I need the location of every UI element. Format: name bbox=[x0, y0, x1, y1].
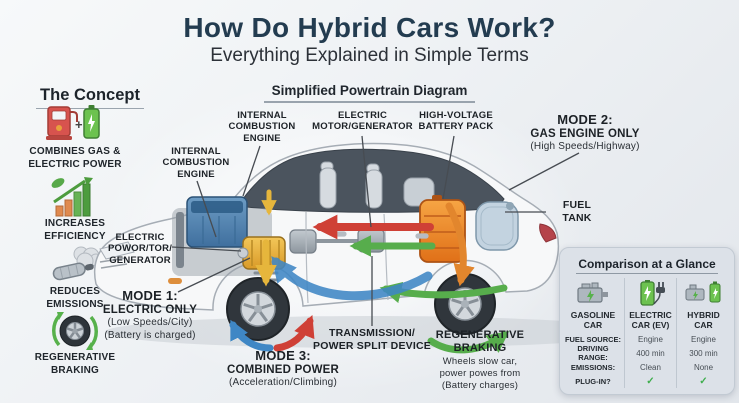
gas-pump-plus-battery-icon: + bbox=[8, 102, 142, 146]
hybrid-fuel-source: Engine bbox=[676, 332, 730, 346]
grille-lines bbox=[99, 257, 128, 269]
comparison-heading-text: Comparison at a Glance bbox=[576, 257, 718, 274]
row-label-fuel-source: FUEL SOURCE: bbox=[564, 334, 622, 344]
mode3-detail: (Acceleration/Climbing) bbox=[229, 377, 337, 389]
row-label-emissions: EMISSIONS: bbox=[570, 362, 616, 372]
page-title: How Do Hybrid Cars Work? bbox=[183, 12, 556, 43]
column-name-gasoline: GASOLINE CAR bbox=[570, 310, 616, 330]
comparison-heading: Comparison at a Glance bbox=[560, 255, 734, 274]
exhaust-emissions-icon bbox=[8, 242, 142, 286]
ev-fuel-source: Engine bbox=[624, 332, 676, 346]
gasoline-engine-icon bbox=[562, 278, 624, 310]
ice-left-label: INTERNAL COMBUSTION ENGINE bbox=[162, 146, 230, 180]
concept-item-combines: + COMBINES GAS & ELECTRIC POWER bbox=[8, 102, 142, 171]
ev-plug-in-check: ✓ bbox=[624, 374, 676, 388]
transmission-label: TRANSMISSION/ POWER SPLIT DEVICE bbox=[313, 327, 431, 352]
mode2-label: MODE 2: GAS ENGINE ONLY (High Speeds/Hig… bbox=[505, 112, 665, 154]
regen-braking-label: REGENERATIVE BRAKING Wheels slow car, po… bbox=[405, 329, 555, 392]
mode1-title: MODE 1: bbox=[122, 288, 178, 303]
svg-text:+: + bbox=[75, 117, 83, 132]
mode3-subtitle: COMBINED POWER bbox=[226, 363, 340, 376]
engine-block-part bbox=[186, 196, 248, 248]
column-name-hybrid: HYBRID CAR bbox=[676, 310, 730, 332]
regen-title: REGENERATIVE BRAKING bbox=[435, 329, 525, 355]
concept-item-label: REDUCES EMISSIONS bbox=[46, 286, 104, 310]
taillight bbox=[539, 223, 557, 243]
mode1-subtitle: ELECTRIC ONLY bbox=[102, 303, 198, 316]
hybrid-driving-range: 300 min bbox=[676, 346, 730, 360]
ev-driving-range: 400 min bbox=[624, 346, 676, 360]
headlight bbox=[99, 241, 135, 260]
mode2-subtitle: GAS ENGINE ONLY bbox=[530, 127, 640, 140]
front-indicator bbox=[168, 278, 182, 284]
mode3-label: MODE 3: COMBINED POWER (Acceleration/Cli… bbox=[198, 348, 368, 390]
fuel-tank-part bbox=[475, 201, 519, 251]
comparison-card: Comparison at a Glance bbox=[559, 247, 735, 395]
rear-wheel bbox=[434, 273, 496, 335]
concept-item-emissions: REDUCES EMISSIONS bbox=[8, 242, 142, 311]
concept-item-regen: REGENERATIVE BRAKING bbox=[8, 308, 142, 377]
electric-power-generator-label: ELECTRIC POWOR/TOR/ GENERATOR bbox=[107, 232, 173, 266]
concept-item-label: COMBINES GAS & ELECTRIC POWER bbox=[28, 146, 122, 170]
fuel-tank-label: FUEL TANK bbox=[562, 199, 592, 224]
leader-lines bbox=[171, 135, 580, 326]
power-flow-arrows bbox=[229, 189, 510, 354]
ice-top-label: INTERNAL COMBUSTION ENGINE bbox=[228, 110, 296, 144]
concept-item-efficiency: INCREASES EFFICIENCY bbox=[8, 174, 142, 243]
regen-detail: Wheels slow car, power powes from (Batte… bbox=[439, 356, 521, 392]
ev-battery-plug-icon bbox=[624, 278, 676, 310]
concept-item-label: INCREASES EFFICIENCY bbox=[44, 218, 106, 242]
hybrid-emissions: None bbox=[676, 360, 730, 374]
hybrid-engine-battery-icon bbox=[676, 278, 730, 310]
transmission-part bbox=[289, 229, 317, 254]
strut-bar bbox=[176, 212, 184, 268]
row-label-driving-range: DRIVING RANGE: bbox=[577, 344, 609, 362]
mode1-detail: (Low Speeds/City) (Battery is charged) bbox=[104, 317, 196, 341]
mode2-detail: (High Speeds/Highway) bbox=[530, 141, 640, 153]
diagram-heading: Simplified Powertrain Diagram bbox=[0, 82, 739, 103]
regen-braking-wheel-icon bbox=[8, 308, 142, 352]
page-subtitle: Everything Explained in Simple Terms bbox=[210, 45, 529, 66]
hybrid-plug-in-check: ✓ bbox=[676, 374, 730, 388]
diagram-heading-text: Simplified Powertrain Diagram bbox=[263, 83, 476, 103]
column-name-electric: ELECTRIC CAR (EV) bbox=[624, 310, 676, 332]
row-label-plug-in: PLUG-IN? bbox=[575, 376, 611, 386]
concept-item-label: REGENERATIVE BRAKING bbox=[34, 352, 116, 376]
seats bbox=[319, 161, 435, 209]
electric-motor-label: ELECTRIC MOTOR/GENERATOR bbox=[312, 110, 413, 133]
ev-emissions: Clean bbox=[624, 360, 676, 374]
comparison-table: GASOLINE CAR ELECTRIC CAR (EV) HYBRID CA… bbox=[562, 278, 732, 388]
mode1-label: MODE 1: ELECTRIC ONLY (Low Speeds/City) … bbox=[70, 288, 230, 342]
battery-pack-label: HIGH-VOLTAGE BATTERY PACK bbox=[418, 110, 494, 133]
mode2-title: MODE 2: bbox=[557, 112, 613, 127]
efficiency-growth-leaf-icon bbox=[8, 174, 142, 218]
mode3-title: MODE 3: bbox=[255, 348, 311, 363]
